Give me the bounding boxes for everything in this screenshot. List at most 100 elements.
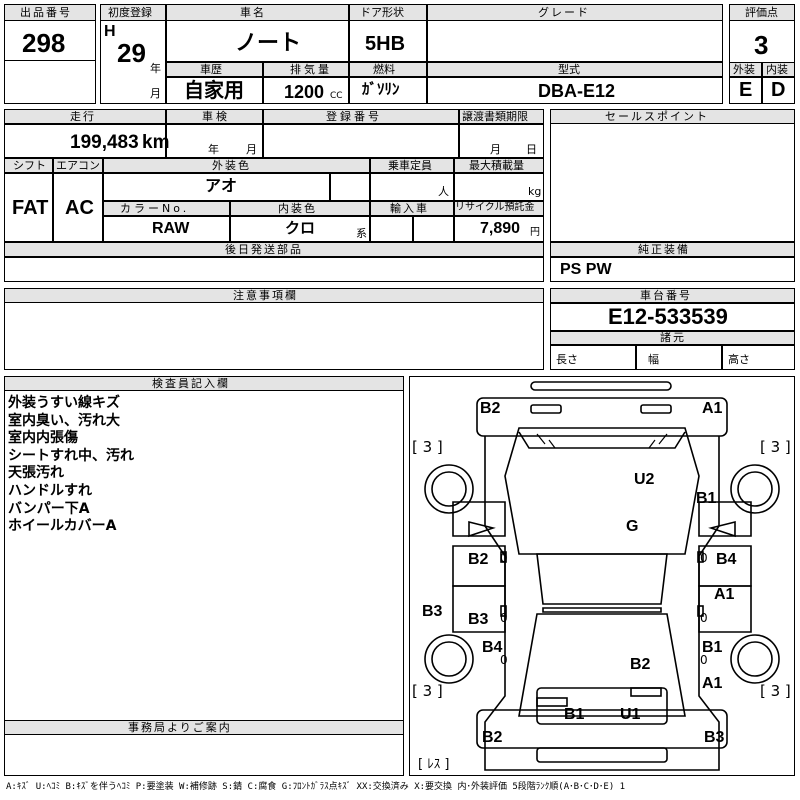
office-label: 事務局よりご案内 bbox=[128, 721, 232, 734]
shift-value: FAT bbox=[12, 197, 49, 219]
model-code-box bbox=[427, 77, 723, 104]
inspector-note-line: ホイールカバーA bbox=[8, 518, 117, 535]
spare-tire: [ ﾚｽ ] bbox=[418, 757, 450, 772]
car-name-header bbox=[166, 4, 349, 21]
int-color-value: クロ bbox=[285, 220, 316, 237]
tire-rear-right: [ 3 ] bbox=[760, 682, 791, 700]
recycle-label: リサイクル預託金 bbox=[455, 202, 535, 213]
max-load-unit: kg bbox=[528, 185, 542, 198]
notes-label: 注意事項欄 bbox=[233, 289, 298, 302]
mileage-box bbox=[4, 124, 166, 158]
import-header bbox=[370, 201, 454, 216]
car-name-value: ノート bbox=[235, 30, 302, 55]
dmg-zero-left-2: 0 bbox=[500, 611, 508, 625]
dmg-a1-top: A1 bbox=[702, 400, 723, 417]
exterior-grade: E bbox=[739, 79, 753, 101]
dmg-b3-left: B3 bbox=[422, 603, 443, 620]
door-type-value: 5HB bbox=[365, 33, 406, 55]
interior-grade: D bbox=[771, 79, 786, 101]
inspector-note-line: 天張汚れ bbox=[8, 465, 64, 482]
capacity-box bbox=[370, 173, 454, 201]
first-reg-header bbox=[100, 4, 166, 21]
lot-number-value: 298 bbox=[22, 28, 66, 58]
displacement-unit: CC bbox=[330, 91, 343, 101]
dmg-zero-left-3: 0 bbox=[500, 653, 508, 667]
ext-color-box bbox=[103, 173, 330, 201]
history-label: 車歴 bbox=[200, 63, 222, 76]
interior-box bbox=[762, 77, 795, 104]
first-reg-label: 初度登録 bbox=[108, 6, 152, 19]
int-color-header bbox=[230, 201, 370, 216]
int-color-box bbox=[230, 216, 370, 242]
mileage-value: 199,483 bbox=[70, 132, 139, 153]
inspector-note-line: バンパー下A bbox=[8, 500, 90, 517]
shift-box bbox=[4, 173, 53, 242]
mileage-header bbox=[4, 109, 166, 124]
car-name-label: 車名 bbox=[240, 6, 266, 19]
ext-color-box-2 bbox=[330, 173, 370, 201]
inspection-month: 月 bbox=[246, 143, 257, 156]
model-code-header bbox=[427, 62, 723, 77]
dmg-a1-bottom: A1 bbox=[702, 675, 723, 692]
specs-label: 諸元 bbox=[660, 331, 686, 344]
reg-no-box bbox=[263, 124, 459, 158]
transfer-month: 月 bbox=[490, 143, 501, 156]
color-no-header bbox=[103, 201, 230, 216]
transfer-label: 譲渡書類期限 bbox=[462, 110, 528, 123]
aircon-value: AC bbox=[65, 197, 94, 219]
dmg-b2-top: B2 bbox=[480, 400, 501, 417]
office-header bbox=[4, 720, 404, 735]
specs-width-label: 幅 bbox=[648, 353, 659, 366]
max-load-label: 最大積載量 bbox=[469, 159, 524, 172]
inspector-header bbox=[4, 376, 404, 391]
sales-point-label: セールスポイント bbox=[605, 110, 709, 123]
reg-no-header bbox=[263, 109, 459, 124]
lot-number-label: 出品番号 bbox=[20, 6, 72, 19]
dmg-b1-bottom: B1 bbox=[564, 706, 585, 723]
ext-color-header bbox=[103, 158, 370, 173]
grade-header bbox=[427, 4, 723, 21]
sales-point-header bbox=[550, 109, 795, 124]
color-no-box bbox=[103, 216, 230, 242]
inspector-note-line: ハンドルすれ bbox=[8, 482, 92, 499]
int-color-suffix: 系 bbox=[356, 227, 367, 240]
aircon-label: エアコン bbox=[56, 159, 100, 172]
chassis-header bbox=[550, 288, 795, 303]
first-reg-year-unit: 年 bbox=[150, 62, 161, 75]
chassis-label: 車台番号 bbox=[640, 289, 692, 302]
dmg-zero-right-1: 0 bbox=[700, 551, 708, 565]
fuel-box bbox=[349, 77, 427, 104]
tire-front-right: [ 3 ] bbox=[760, 438, 791, 456]
genuine-value: PS PW bbox=[560, 261, 612, 278]
chassis-box bbox=[550, 303, 795, 331]
car-diagram-box bbox=[409, 376, 795, 776]
ext-color-label: 外装色 bbox=[212, 159, 251, 172]
tire-front-left: [ 3 ] bbox=[412, 438, 443, 456]
later-parts-box bbox=[4, 257, 544, 282]
transfer-box bbox=[459, 124, 544, 158]
dmg-b2-center: B2 bbox=[630, 656, 651, 673]
recycle-yen: 円 bbox=[530, 227, 540, 238]
grade-label: グレード bbox=[538, 6, 590, 19]
first-reg-year: 29 bbox=[117, 38, 146, 68]
inspection-year: 年 bbox=[208, 143, 219, 156]
history-value: 自家用 bbox=[184, 80, 244, 102]
exterior-box bbox=[729, 77, 762, 104]
dmg-u1: U1 bbox=[620, 706, 641, 723]
mileage-label: 走行 bbox=[70, 110, 96, 123]
dmg-b4-left: B4 bbox=[482, 639, 503, 656]
inspection-label: 車検 bbox=[202, 110, 230, 123]
aircon-box bbox=[53, 173, 103, 242]
dmg-zero-left-1: 0 bbox=[500, 551, 508, 565]
lot-number-header bbox=[4, 4, 96, 21]
chassis-value: E12-533539 bbox=[608, 304, 728, 329]
dmg-g: G bbox=[626, 518, 639, 535]
dmg-b2-left: B2 bbox=[468, 551, 489, 568]
score-value: 3 bbox=[754, 30, 769, 60]
car-diagram bbox=[424, 381, 780, 771]
exterior-header bbox=[729, 62, 762, 77]
mileage-unit: km bbox=[142, 132, 170, 153]
specs-length-label: 長さ bbox=[556, 353, 578, 366]
later-parts-header bbox=[4, 242, 544, 257]
legend-text: A:ｷｽﾞ U:ﾍｺﾐ B:ｷｽﾞを伴うﾍｺﾐ P:要塗装 W:補修跡 S:錆 … bbox=[6, 782, 626, 792]
